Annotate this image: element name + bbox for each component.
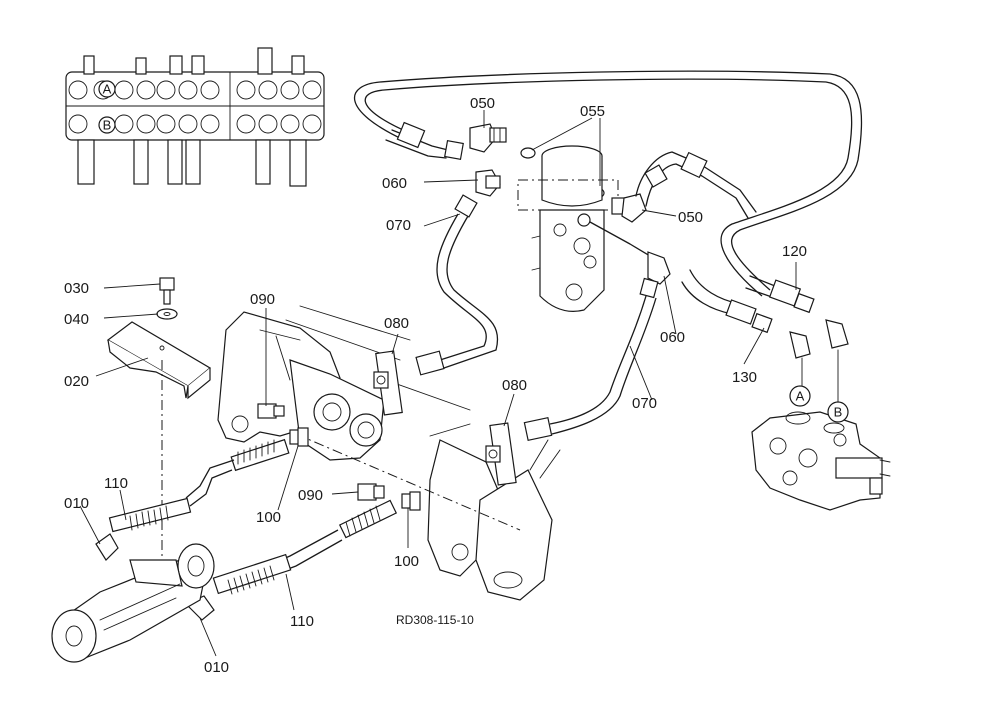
clamp-080-left [373, 350, 403, 416]
fitting-090-lower [357, 483, 385, 501]
hose-070-right [523, 221, 671, 442]
label-030: 030 [64, 280, 89, 297]
label-080-right: 080 [502, 377, 527, 394]
hose-120-130 [681, 269, 849, 405]
label-060-lower: 060 [660, 329, 685, 346]
label-055: 055 [580, 103, 605, 120]
label-110-upper: 110 [104, 475, 128, 492]
label-010-upper: 010 [64, 495, 89, 512]
drawing-reference: RD308-115-10 [396, 613, 474, 627]
label-070-left: 070 [386, 217, 411, 234]
o-ring-055-a [520, 147, 536, 159]
bracket-020-assembly [106, 277, 212, 560]
lift-cylinder [51, 543, 215, 663]
port-a-marker-bottom [789, 385, 811, 407]
label-100-lower: 100 [394, 553, 419, 570]
label-130: 130 [732, 369, 757, 386]
port-a-marker-top [98, 80, 116, 98]
fitting-090-upper [257, 403, 285, 419]
label-070-right: 070 [632, 395, 657, 412]
label-100-upper: 100 [256, 509, 281, 526]
outer-hose-loop [354, 70, 863, 297]
label-060-upper: 060 [382, 175, 407, 192]
hose-110-lower [184, 499, 398, 621]
clamp-080-right [485, 422, 517, 486]
hose-110-upper [95, 438, 290, 561]
label-050-right: 050 [678, 209, 703, 226]
label-110-lower: 110 [290, 613, 314, 630]
label-020: 020 [64, 373, 89, 390]
fitting-100-upper [289, 427, 309, 447]
mounting-frame [217, 305, 561, 601]
control-valve-bank: A B [65, 47, 325, 187]
leader-lines [79, 110, 797, 657]
label-080-left: 080 [384, 315, 409, 332]
label-010-lower: 010 [204, 659, 229, 676]
label-040: 040 [64, 311, 89, 328]
fitting-100-lower [401, 491, 421, 511]
elbow-060-upper [475, 169, 501, 197]
port-b-marker-bottom [827, 401, 849, 423]
label-090-lower: 090 [298, 487, 323, 504]
cylinder-block [751, 411, 891, 511]
label-090-upper: 090 [250, 291, 275, 308]
port-b-marker-top [98, 116, 116, 134]
label-050-upper: 050 [470, 95, 495, 112]
hose-070-left [415, 194, 499, 376]
label-120: 120 [782, 243, 807, 260]
hose-upper-right [635, 151, 757, 219]
port-a-label-top: A [103, 82, 112, 97]
elbow-050-right [611, 193, 647, 223]
port-b-label-top: B [103, 118, 112, 133]
central-valve-block [517, 145, 619, 312]
port-b-label-bottom: B [834, 405, 843, 420]
port-a-label-bottom: A [796, 389, 805, 404]
hose-050-left [385, 121, 507, 160]
